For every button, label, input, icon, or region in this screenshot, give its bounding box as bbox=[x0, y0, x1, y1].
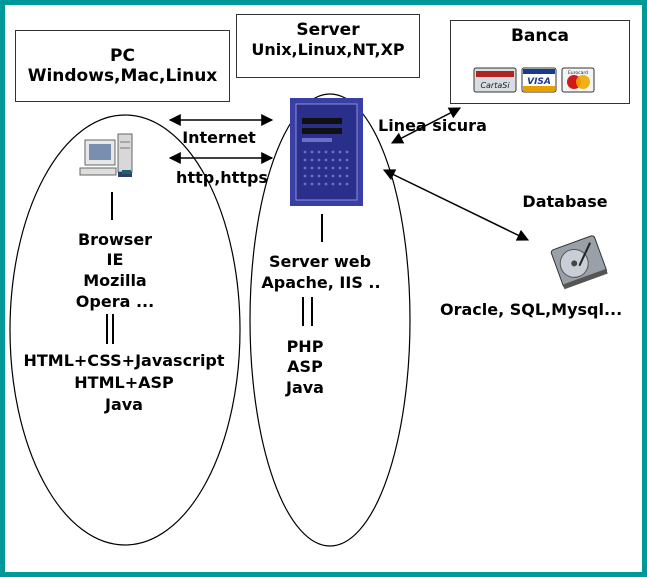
client-tech-html-asp: HTML+ASP bbox=[74, 373, 174, 392]
eurocard-card-text: Eurocard bbox=[568, 70, 588, 76]
webserver-lang-java: Java bbox=[286, 378, 324, 397]
webserver-products: Apache, IIS .. bbox=[261, 273, 381, 292]
arrow-database bbox=[382, 169, 530, 241]
webserver-lang-php: PHP bbox=[286, 337, 324, 356]
server-os-list: Unix,Linux,NT,XP bbox=[251, 40, 405, 59]
client-ellipse bbox=[9, 114, 241, 546]
arrow-secure-line bbox=[390, 107, 462, 144]
client-tech-html-css-js: HTML+CSS+Javascript bbox=[23, 351, 225, 370]
cartasi-card-text: CartaSi bbox=[480, 81, 510, 90]
hard-disk-icon bbox=[550, 235, 608, 290]
visa-card-text: VISA bbox=[527, 77, 551, 87]
internet-label: Internet bbox=[182, 128, 256, 147]
server-box bbox=[236, 14, 420, 78]
server-ellipse bbox=[249, 93, 411, 547]
server-tower-icon bbox=[290, 98, 363, 206]
webserver-title: Server web bbox=[268, 252, 372, 271]
database-engines: Oracle, SQL,Mysql... bbox=[440, 300, 623, 319]
pc-box bbox=[15, 30, 230, 102]
bank-title: Banca bbox=[510, 26, 570, 46]
server-title: Server bbox=[296, 20, 360, 40]
browser-mozilla: Mozilla bbox=[83, 271, 147, 290]
pc-os-list: Windows,Mac,Linux bbox=[27, 66, 218, 86]
secure-line-label: Linea sicura bbox=[378, 116, 487, 135]
database-title: Database bbox=[522, 192, 608, 211]
visa-card-logo: VISA bbox=[521, 67, 557, 93]
cartasi-card-logo: CartaSi bbox=[473, 67, 517, 93]
protocols-label: http,https bbox=[176, 168, 268, 187]
eurocard-card-logo: Eurocard bbox=[561, 67, 595, 93]
browser-ie: IE bbox=[106, 250, 124, 269]
webserver-lang-asp: ASP bbox=[287, 357, 323, 376]
pc-title: PC bbox=[110, 46, 135, 66]
browser-opera: Opera ... bbox=[75, 292, 155, 311]
browser-title: Browser bbox=[77, 230, 153, 249]
desktop-computer-icon bbox=[79, 133, 133, 177]
client-tech-java: Java bbox=[105, 395, 143, 414]
